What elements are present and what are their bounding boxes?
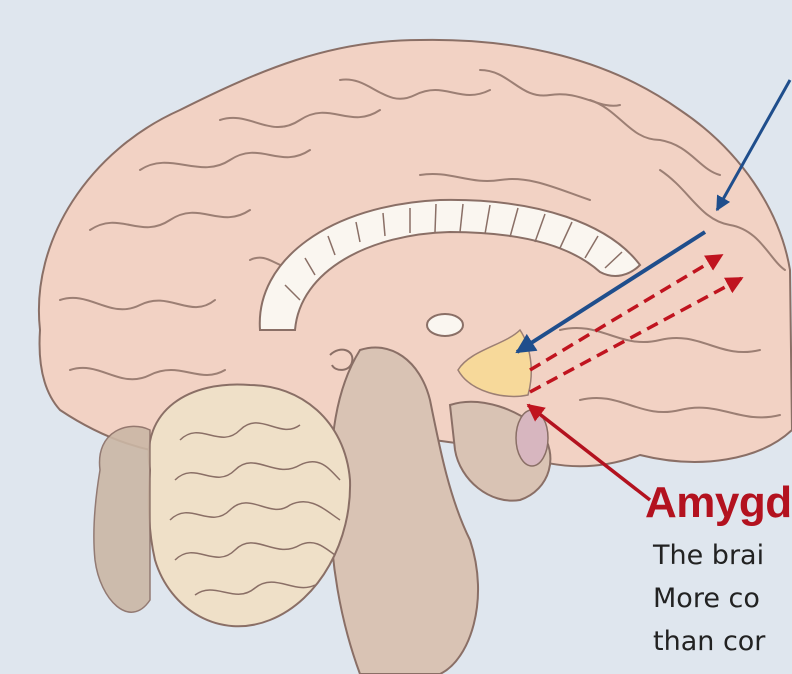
- description-line-1: The brai: [653, 540, 764, 571]
- description-line-3: than cor: [653, 626, 765, 657]
- cerebellum-outer: [94, 426, 150, 612]
- cerebellum: [149, 384, 350, 626]
- description-line-2: More co: [653, 583, 760, 614]
- amygdala-title: Amygd: [645, 478, 792, 528]
- thalamic-nucleus: [427, 314, 463, 336]
